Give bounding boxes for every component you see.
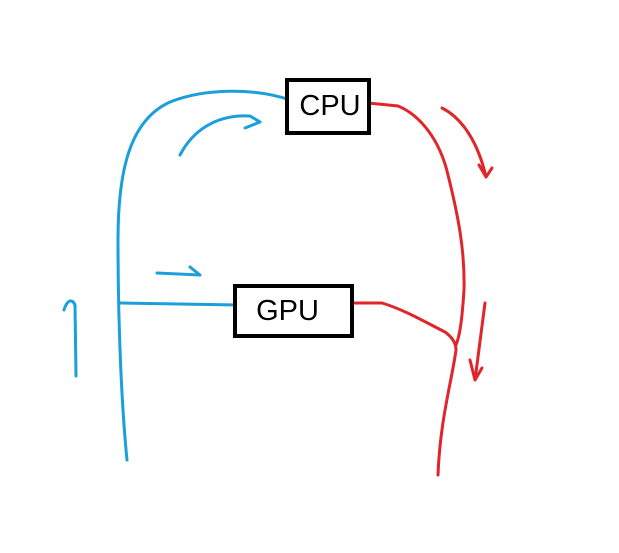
cpu-node: CPU xyxy=(285,78,371,135)
gpu-node: GPU xyxy=(233,284,354,338)
inflow-arrow-to-gpu xyxy=(155,265,202,277)
outflow-arrow-lower xyxy=(468,301,487,382)
inflow-arrow-to-cpu xyxy=(178,114,262,157)
inflow-up-arrow xyxy=(62,299,78,378)
gpu-label: GPU xyxy=(256,294,319,327)
inflow-branch-to-gpu xyxy=(118,301,240,307)
cpu-label: CPU xyxy=(299,90,361,122)
outflow-arrow-upper xyxy=(440,106,494,179)
outflow-line-from-gpu xyxy=(350,301,458,477)
outflow-line-from-cpu xyxy=(366,101,466,347)
inflow-trunk-line xyxy=(116,89,292,462)
